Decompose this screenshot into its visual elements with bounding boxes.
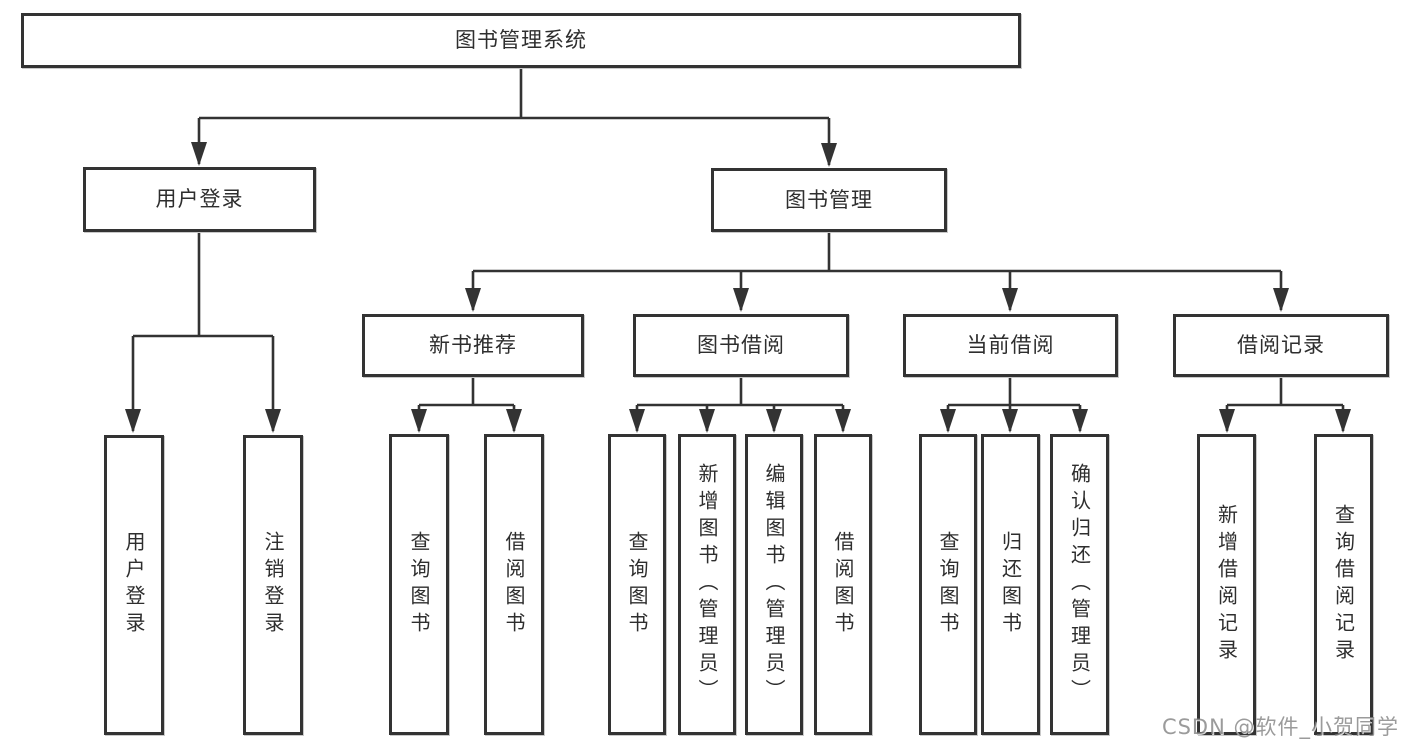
node-label: 新书推荐 — [429, 333, 517, 357]
leaf-label: 新增图书（管理员） — [695, 463, 719, 706]
leaf-label: 查询图书 — [625, 530, 649, 639]
leaf-add-books-admin: 新增图书（管理员） — [678, 434, 736, 735]
leaf-label: 编辑图书（管理员） — [762, 463, 786, 706]
leaf-borrow-books: 借阅图书 — [814, 434, 872, 735]
leaf-query-borrow-record: 查询借阅记录 — [1314, 434, 1373, 735]
leaf-label: 查询图书 — [936, 530, 960, 639]
leaf-return-books: 归还图书 — [981, 434, 1040, 735]
leaf-query-books-recommend: 查询图书 — [389, 434, 449, 735]
leaf-label: 查询图书 — [407, 530, 431, 639]
node-label: 当前借阅 — [966, 333, 1055, 357]
leaf-logout-login: 注销登录 — [243, 435, 303, 735]
node-current-borrow: 当前借阅 — [903, 314, 1118, 377]
leaf-label: 查询借阅记录 — [1331, 503, 1356, 666]
node-book-management: 图书管理 — [711, 168, 947, 232]
leaf-borrow-books-recommend: 借阅图书 — [484, 434, 544, 735]
leaf-query-books-current: 查询图书 — [919, 434, 977, 735]
node-library-management-system: 图书管理系统 — [21, 13, 1021, 68]
leaf-label: 新增借阅记录 — [1214, 503, 1239, 666]
node-label: 图书管理系统 — [455, 28, 587, 52]
leaf-add-borrow-record: 新增借阅记录 — [1197, 434, 1256, 735]
node-label: 用户登录 — [155, 187, 244, 211]
node-user-login: 用户登录 — [83, 167, 316, 232]
node-borrow-records: 借阅记录 — [1173, 314, 1389, 377]
leaf-label: 用户登录 — [122, 531, 146, 639]
leaf-label: 借阅图书 — [831, 530, 855, 639]
leaf-user-login: 用户登录 — [104, 435, 164, 735]
leaf-query-books-borrow: 查询图书 — [608, 434, 666, 735]
node-new-book-recommend: 新书推荐 — [362, 314, 584, 377]
node-label: 图书借阅 — [697, 333, 785, 357]
node-label: 借阅记录 — [1237, 333, 1325, 357]
leaf-label: 确认归还（管理员） — [1067, 463, 1092, 706]
leaf-label: 归还图书 — [998, 530, 1023, 639]
leaf-confirm-return-admin: 确认归还（管理员） — [1050, 434, 1109, 735]
leaf-label: 借阅图书 — [502, 530, 526, 639]
node-book-borrow: 图书借阅 — [633, 314, 849, 377]
leaf-label: 注销登录 — [261, 531, 285, 639]
node-label: 图书管理 — [785, 187, 873, 212]
csdn-watermark: CSDN @软件_小贺同学 — [1161, 715, 1399, 739]
leaf-edit-books-admin: 编辑图书（管理员） — [745, 434, 803, 735]
